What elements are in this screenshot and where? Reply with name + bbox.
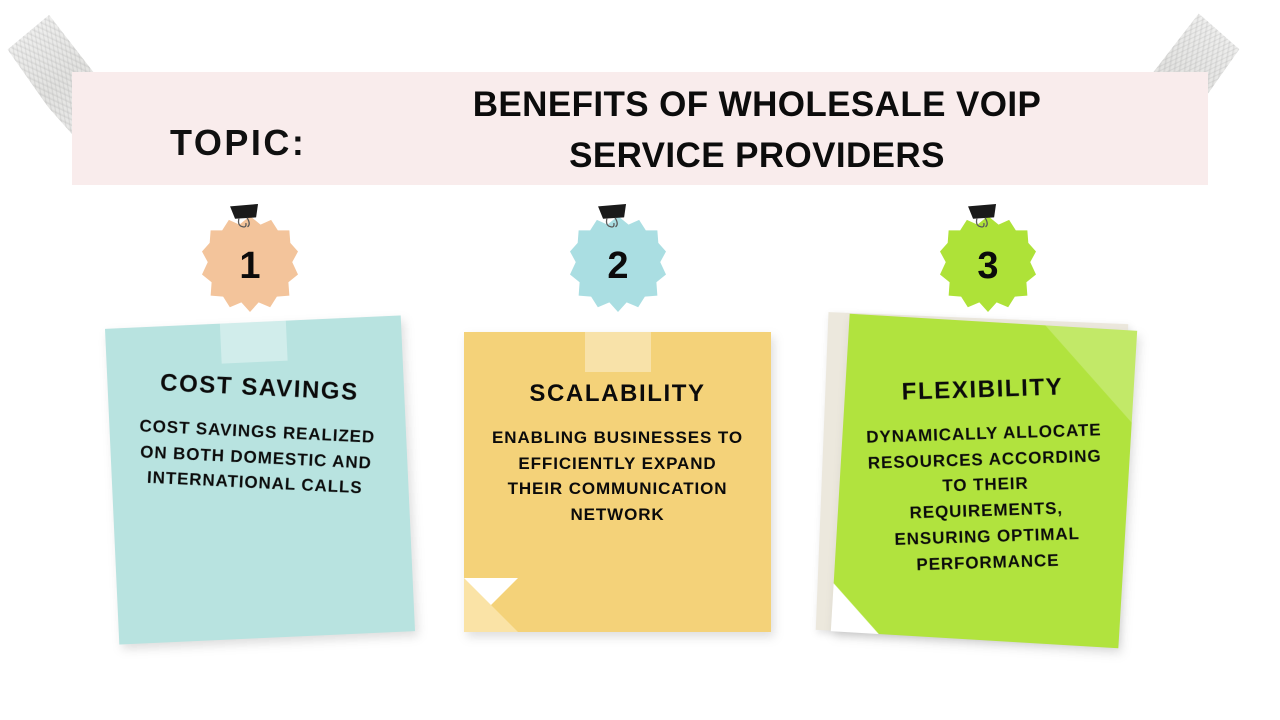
badge-3-number: 3 xyxy=(977,244,999,287)
badge-3-blob xyxy=(940,216,1036,312)
card-3-body: DYNAMICALLY ALLOCATE RESOURCES ACCORDING… xyxy=(866,420,1102,575)
badge-3: 3 xyxy=(940,203,1036,312)
card-2-heading: SCALABILITY xyxy=(529,380,706,407)
card-3-folded-corner xyxy=(830,583,882,635)
topic-label: TOPIC: xyxy=(170,122,307,163)
badge-1-blob xyxy=(202,216,298,312)
page-title-line-2: SERVICE PROVIDERS xyxy=(569,135,945,175)
card-2-folded-corner xyxy=(464,578,518,632)
benefit-card-2: SCALABILITY ENABLING BUSINESSES TO EFFIC… xyxy=(464,332,771,632)
header-banner: TOPIC: BENEFITS OF WHOLESALE VOIP SERVIC… xyxy=(72,72,1208,185)
card-1-body: COST SAVINGS REALIZED ON BOTH DOMESTIC A… xyxy=(139,416,376,498)
badge-2-blob xyxy=(570,216,666,312)
card-1-content: COST SAVINGS COST SAVINGS REALIZED ON BO… xyxy=(130,350,385,502)
card-2-body: ENABLING BUSINESSES TO EFFICIENTLY EXPAN… xyxy=(492,427,743,525)
page-title: BENEFITS OF WHOLESALE VOIP SERVICE PROVI… xyxy=(372,80,1142,182)
card-1-heading: COST SAVINGS xyxy=(159,369,360,406)
benefit-card-1: COST SAVINGS COST SAVINGS REALIZED ON BO… xyxy=(104,315,416,645)
card-3-content: FLEXIBILITY DYNAMICALLY ALLOCATE RESOURC… xyxy=(862,352,1109,579)
badge-2-number: 2 xyxy=(607,244,629,287)
binder-clip-icon-1 xyxy=(230,203,259,228)
card-2-tape-strip xyxy=(584,332,651,372)
card-2-content: SCALABILITY ENABLING BUSINESSES TO EFFIC… xyxy=(488,366,747,528)
page-title-line-1: BENEFITS OF WHOLESALE VOIP xyxy=(472,85,1042,124)
badge-1-number: 1 xyxy=(239,244,261,287)
binder-clip-icon-2 xyxy=(598,203,627,228)
benefit-card-3: FLEXIBILITY DYNAMICALLY ALLOCATE RESOURC… xyxy=(830,313,1138,649)
card-3-heading: FLEXIBILITY xyxy=(901,373,1064,406)
binder-clip-icon-3 xyxy=(968,203,997,228)
badge-2: 2 xyxy=(570,203,666,312)
badge-1: 1 xyxy=(202,203,298,312)
